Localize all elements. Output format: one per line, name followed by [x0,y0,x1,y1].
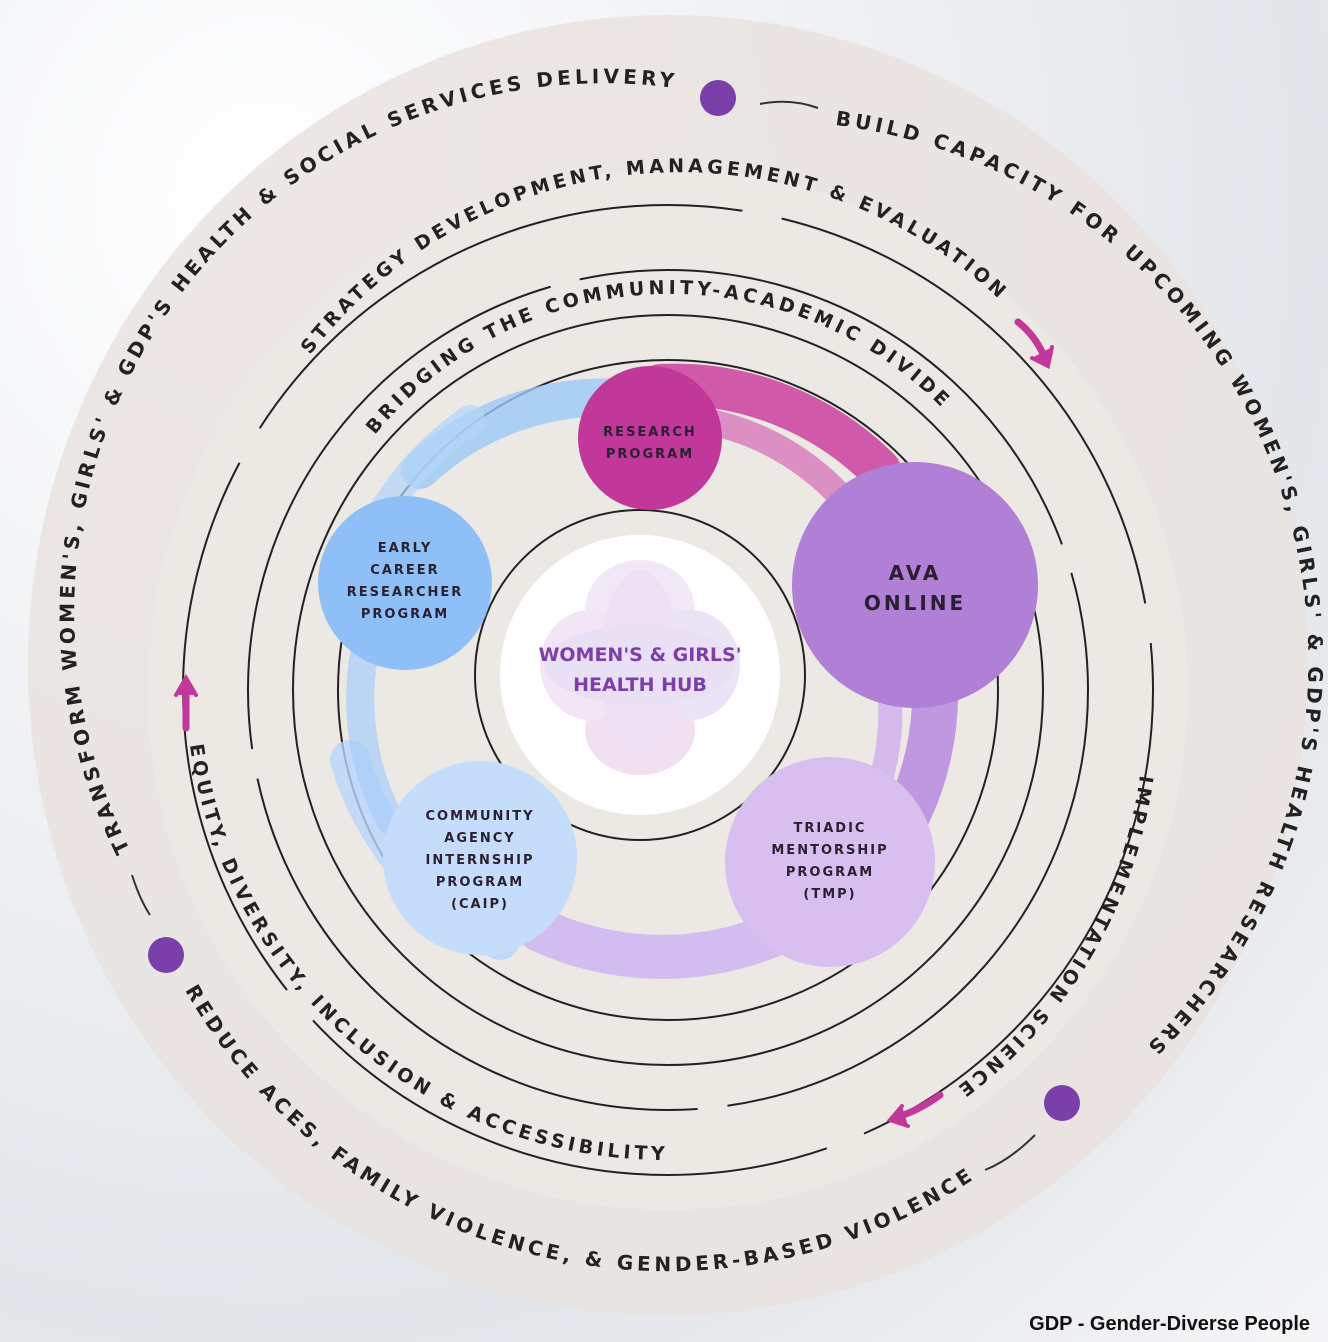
dot-right [1044,1085,1080,1121]
ecr-circle[interactable] [318,496,492,670]
connector-left [131,874,151,916]
footnote: GDP - Gender-Diverse People [1029,1313,1310,1335]
hub-flower-logo [540,560,740,775]
dot-top [700,80,736,116]
ring-line-3 [292,314,1044,1066]
arrow-icon [1014,318,1054,369]
connector-top [759,100,819,109]
dot-left [148,937,184,973]
research-program-circle[interactable] [578,366,722,510]
ava-online-circle[interactable] [792,462,1038,708]
caip-circle[interactable] [383,761,577,955]
connector-right [984,1134,1036,1171]
ring-line-2 [247,269,1089,1111]
research-program-label[interactable]: RESEARCH PROGRAM [603,425,697,462]
arrow-icon [174,674,198,732]
tmp-circle[interactable] [725,757,935,967]
ring-line-4 [337,359,999,1021]
caip-label[interactable]: COMMUNITY AGENCY INTERNSHIP PROGRAM (CAI… [425,809,535,912]
ava-online-label[interactable]: AVA ONLINE [863,561,967,615]
arrow-icon [886,1091,944,1128]
hub-label: WOMEN'S & GIRLS' HEALTH HUB [538,644,742,696]
ecr-label[interactable]: EARLY CAREER RESEARCHER PROGRAM [346,541,464,622]
tmp-label[interactable]: TRIADIC MENTORSHIP PROGRAM (TMP) [771,821,889,902]
